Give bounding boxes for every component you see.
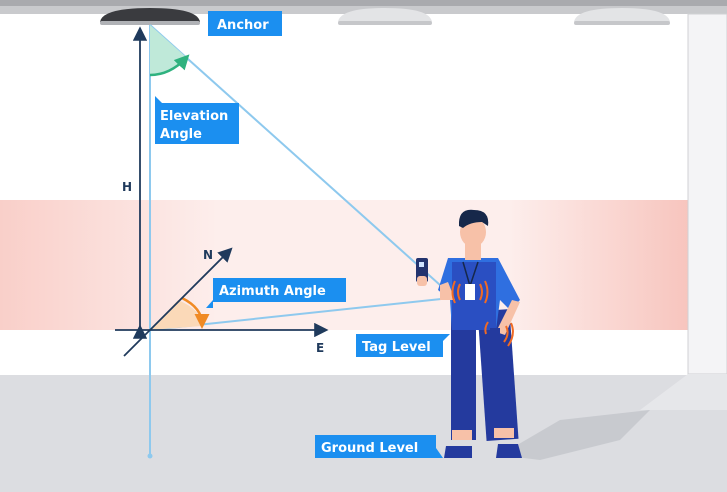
badge-tag <box>465 284 475 300</box>
anchor-to-tag-line <box>149 24 441 286</box>
azimuth-label-text: Azimuth Angle <box>219 284 326 299</box>
ground-point <box>147 453 153 459</box>
azimuth-angle-arc <box>150 300 202 330</box>
tag-level-label-text: Tag Level <box>362 340 431 355</box>
azimuth-angle-label: Azimuth Angle <box>206 278 346 308</box>
person-shadow <box>500 410 650 460</box>
right-wall-floor <box>640 374 727 410</box>
ceiling-light <box>338 8 432 25</box>
elevation-label-line2: Angle <box>160 127 202 142</box>
north-label: N <box>203 248 213 262</box>
ground-level-label-text: Ground Level <box>321 441 418 456</box>
anchor-label: Anchor <box>208 11 282 36</box>
elevation-label-line1: Elevation <box>160 109 228 124</box>
elevation-arrow-icon <box>149 54 190 77</box>
tag-level-label: Tag Level <box>356 334 450 357</box>
anchor-label-text: Anchor <box>217 18 269 33</box>
signal-waves-icon <box>451 280 514 347</box>
elevation-angle-label: Elevation Angle <box>155 96 239 144</box>
east-label: E <box>316 341 324 355</box>
anchor-device <box>100 8 200 25</box>
smartphone-icon <box>416 258 428 282</box>
right-wall <box>687 13 727 375</box>
north-axis <box>123 247 233 357</box>
elevation-angle-arc <box>150 25 186 75</box>
ceiling-edge <box>0 0 727 6</box>
height-label: H <box>122 180 132 194</box>
tag-level-band <box>0 200 727 330</box>
azimuth-arrow-icon <box>181 296 210 329</box>
smartwatch-tag <box>490 328 500 334</box>
person-with-tags <box>416 209 522 458</box>
ceiling-light <box>574 8 670 25</box>
ground-level-label: Ground Level <box>315 435 443 458</box>
